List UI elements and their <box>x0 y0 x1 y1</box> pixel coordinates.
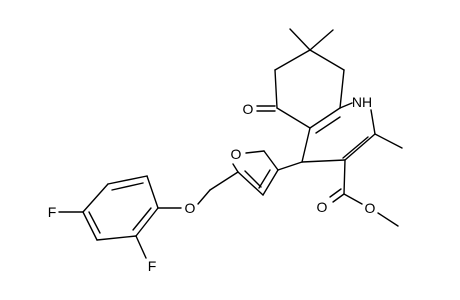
bond <box>82 183 109 213</box>
ketone-oxygen: O <box>243 101 254 117</box>
fluorine-ortho: F <box>148 258 157 274</box>
bond <box>344 133 376 161</box>
bond-methyl-c2 <box>374 133 403 149</box>
ester-double-bond <box>332 193 345 203</box>
bond <box>237 171 264 196</box>
bond <box>370 109 376 135</box>
bond-o-ch2 <box>197 189 211 205</box>
bond-c3-ester <box>343 159 346 195</box>
double-bond-inner <box>258 169 271 189</box>
bond <box>135 207 159 237</box>
difluorophenyl-ring <box>82 175 159 241</box>
double-bond-inner <box>88 211 101 234</box>
bond <box>309 49 345 71</box>
bond-ch2-furan <box>209 171 239 191</box>
double-bond-inner <box>342 136 369 159</box>
bond-c-f-ortho <box>135 235 147 259</box>
ester-carbonyl-oxygen: O <box>317 199 328 215</box>
ether-oxygen: O <box>185 200 196 216</box>
bond-o-methyl <box>377 212 399 227</box>
bond <box>301 127 311 163</box>
ester-double-bond <box>329 188 342 198</box>
furan-oxygen: O <box>231 146 242 162</box>
bond-gem-methyl-1 <box>289 28 311 51</box>
bond <box>274 49 311 71</box>
dihydropyridine-ring <box>277 102 376 171</box>
double-bond-inner <box>111 182 144 191</box>
bond <box>301 159 346 163</box>
bond-gem-methyl-2 <box>309 29 334 51</box>
cyclohexanone-ring <box>274 49 345 129</box>
ester-oxygen: O <box>365 200 376 216</box>
bond <box>309 107 341 129</box>
bond <box>245 150 265 154</box>
bond <box>339 69 345 109</box>
bond <box>146 175 159 209</box>
bond <box>339 102 353 109</box>
bond <box>107 175 148 185</box>
double-bond-inner <box>244 170 262 188</box>
nh-group: NH <box>352 94 372 110</box>
bond <box>263 150 279 171</box>
bond <box>274 69 278 109</box>
double-bond-inner <box>315 116 341 134</box>
bond <box>276 107 311 129</box>
bond <box>277 161 303 171</box>
bond <box>96 235 137 241</box>
bond <box>262 169 279 196</box>
bond-c-o-ester <box>343 193 363 205</box>
bond <box>232 163 239 173</box>
bond <box>82 211 98 241</box>
furan-ring <box>232 150 279 196</box>
fluorine-para: F <box>48 204 57 220</box>
double-bond-inner <box>132 207 152 231</box>
